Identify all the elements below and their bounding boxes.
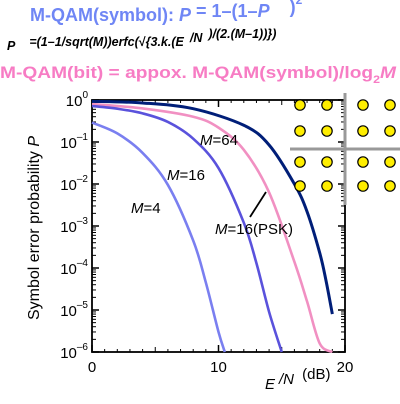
constellation-point bbox=[357, 125, 369, 137]
y-tick-labels: 100 10–1 10–2 10–3 10–4 10–5 10–6 bbox=[60, 90, 88, 362]
constellation-point bbox=[321, 125, 333, 137]
series-line-64 bbox=[91, 99, 334, 315]
header-eq2: P=(1–1/sqrt(M))erfc(√{3.k.(E/N)/(2.(M–1)… bbox=[7, 27, 276, 53]
constellation-point bbox=[384, 156, 396, 168]
header-eq1: M-QAM(symbol): P = 1–(1–P)2 bbox=[30, 0, 303, 25]
constellation-point bbox=[384, 99, 396, 111]
constellation-point bbox=[357, 99, 369, 111]
series-line-4 bbox=[91, 121, 227, 353]
x-tick-label: 10 bbox=[210, 359, 227, 376]
series-label-pointer bbox=[249, 191, 267, 218]
constellation-point bbox=[384, 125, 396, 137]
series-line-16psk bbox=[91, 102, 334, 354]
series-label-m64: M=64 bbox=[200, 132, 238, 149]
series-label-m16-psk: M=16(PSK) bbox=[215, 221, 293, 238]
constellation-point bbox=[357, 180, 369, 192]
x-tick-labels: 0 10 20 bbox=[88, 359, 354, 376]
constellation-point bbox=[321, 156, 333, 168]
constellation-point bbox=[294, 125, 306, 137]
y-tick-label: 10–2 bbox=[60, 174, 88, 194]
constellation-diagram bbox=[294, 99, 396, 192]
y-tick-label: 10–3 bbox=[60, 216, 88, 236]
series-label-m16: M=16 bbox=[167, 167, 205, 184]
y-axis-label: Symbol error probability P bbox=[26, 136, 43, 320]
y-tick-label: 100 bbox=[66, 90, 89, 110]
y-tick-label: 10–6 bbox=[60, 342, 88, 362]
constellation-point bbox=[294, 99, 306, 111]
series-lines bbox=[91, 99, 334, 354]
y-tick-label: 10–4 bbox=[60, 258, 88, 278]
x-tick-label: 0 bbox=[88, 359, 96, 376]
constellation-point bbox=[294, 180, 306, 192]
constellation-point bbox=[384, 180, 396, 192]
series-line-16 bbox=[91, 104, 283, 353]
x-tick-label: 20 bbox=[337, 359, 354, 376]
constellation-point bbox=[321, 180, 333, 192]
y-tick-label: 10–1 bbox=[60, 132, 88, 152]
series-label-m4: M=4 bbox=[131, 200, 161, 217]
constellation-point bbox=[357, 156, 369, 168]
constellation-point bbox=[294, 156, 306, 168]
constellation-point bbox=[321, 99, 333, 111]
y-tick-label: 10–5 bbox=[60, 300, 88, 320]
x-axis-label: E/N (dB) bbox=[265, 366, 331, 393]
